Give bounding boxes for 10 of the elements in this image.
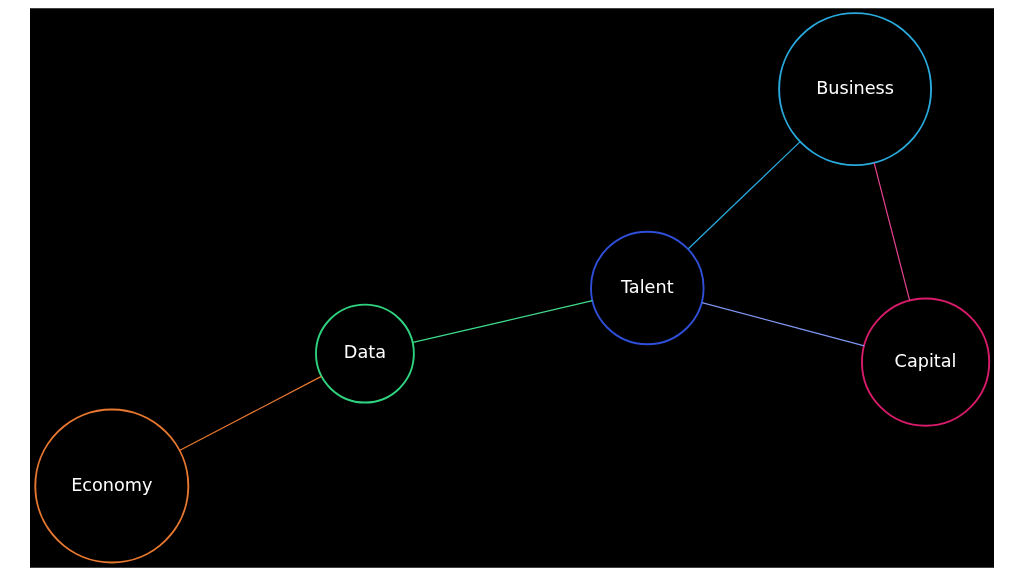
node-circle: Talent (590, 230, 705, 346)
connector (701, 301, 865, 347)
connector (687, 141, 801, 250)
connector (179, 375, 323, 451)
node-circle: Capital (861, 297, 991, 427)
connector (873, 162, 911, 302)
node-circle: Business (778, 12, 933, 167)
connector (412, 300, 594, 344)
node-circle: Economy (34, 408, 190, 564)
node-circle: Data (315, 303, 415, 404)
